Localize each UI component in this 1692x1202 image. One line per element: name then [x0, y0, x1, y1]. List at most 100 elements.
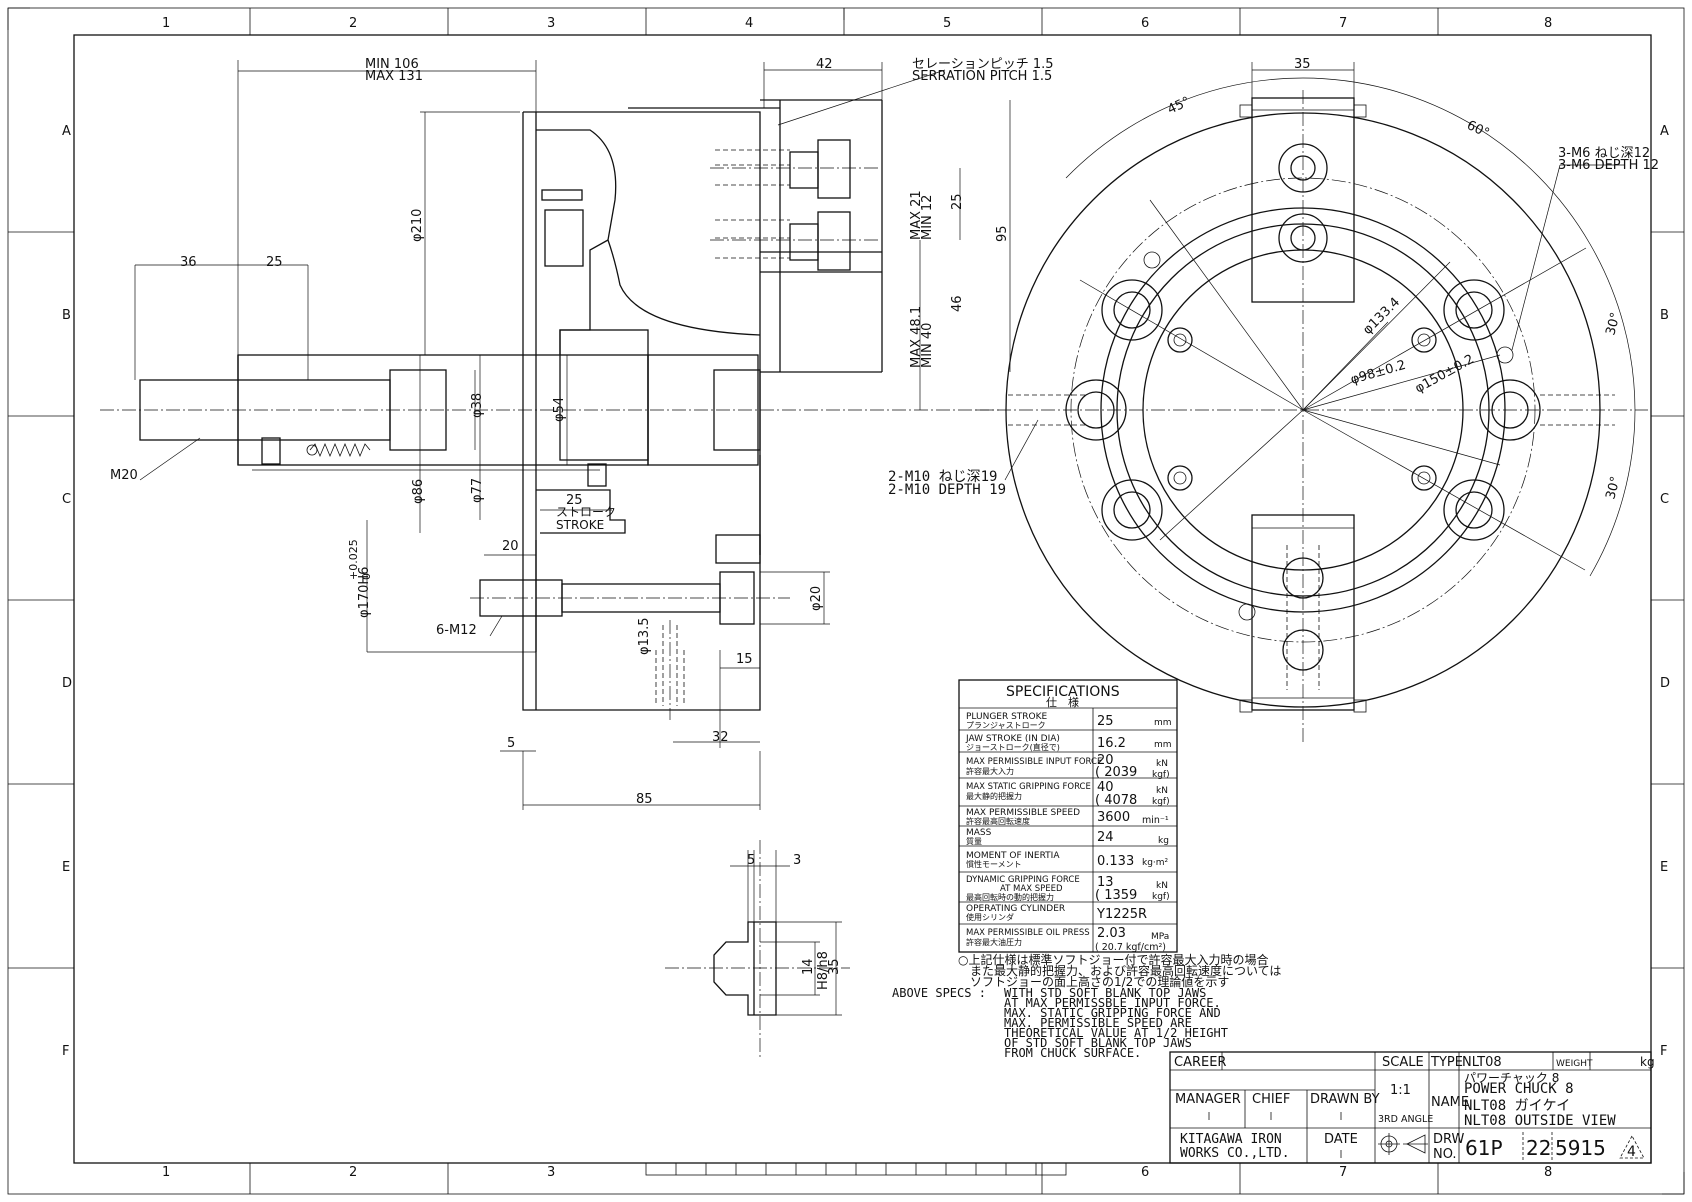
dim-32: 32 — [712, 730, 729, 745]
weight-label: WEIGHT — [1556, 1059, 1593, 1069]
spec-label-jp: ジョーストローク(直径で) — [966, 742, 1060, 752]
note-en-line: WITH STD SOFT BLANK TOP JAWS — [1004, 986, 1206, 1000]
dim-m20: M20 — [110, 468, 138, 483]
dim-min12: MIN 12 — [920, 195, 935, 240]
dim-15: 15 — [736, 652, 753, 667]
scale-value: 1:1 — [1390, 1083, 1411, 1098]
dim-stroke-jp: ストローク — [556, 505, 616, 519]
spec-unit: MPa — [1151, 932, 1169, 942]
spec-label-jp: 慣性モーメント — [966, 859, 1022, 869]
dim-phi170: φ170H6 — [357, 567, 372, 618]
detail-dim-14: 14 — [801, 958, 816, 975]
name-line-jp: パワーチャック 8 — [1464, 1071, 1559, 1085]
dim-angle-30a: 30° — [1603, 311, 1623, 337]
career-label: CAREER — [1174, 1055, 1226, 1070]
dim-85: 85 — [636, 792, 653, 807]
row-label: F — [62, 1044, 69, 1059]
spec-label: MOMENT OF INERTIA — [966, 851, 1060, 861]
drw-label: DRW — [1433, 1132, 1465, 1147]
spec-unit: kg·m² — [1142, 858, 1169, 868]
manager-label: MANAGER — [1175, 1092, 1241, 1107]
col-label: 7 — [1339, 16, 1347, 31]
front-view-dimensions: MIN 106 MAX 131 36 25 42 セレーションピッチ 1.5 S… — [110, 57, 1054, 807]
note-en-line: MAX. PERMISSIBLE SPEED ARE — [1004, 1016, 1192, 1030]
dim-phi38: φ38 — [470, 393, 485, 418]
spec-label: MAX STATIC GRIPPING FORCE — [966, 782, 1091, 792]
col-label: 8 — [1544, 16, 1552, 31]
spec-unit2: kgf) — [1152, 797, 1170, 807]
col-label: 3 — [547, 16, 555, 31]
spec-title: SPECIFICATIONS — [1006, 684, 1120, 700]
dim-tol-low: 0 — [360, 573, 373, 580]
spec-value: 3600 — [1097, 810, 1130, 825]
zone-ticks — [8, 8, 1684, 1194]
dim-tol-up: +0.025 — [347, 539, 360, 580]
spec-label-jp: プランジャストローク — [966, 721, 1046, 730]
revision-number: 4 — [1627, 1144, 1636, 1160]
note-en-line: MAX. STATIC GRIPPING FORCE AND — [1004, 1006, 1221, 1020]
spec-title-jp: 仕 様 — [1046, 695, 1079, 709]
dim-36: 36 — [180, 255, 197, 270]
name-line-jp: NLT08 ガイケイ — [1464, 1098, 1570, 1114]
detail-dim-35: 35 — [827, 958, 842, 975]
spec-value: 0.133 — [1097, 854, 1134, 869]
row-label: D — [1660, 676, 1670, 691]
spec-unit: kN — [1156, 759, 1168, 769]
dim-25-jaw: 25 — [950, 193, 965, 210]
dim-42: 42 — [816, 57, 833, 72]
spec-label-b: AT MAX SPEED — [1000, 884, 1063, 894]
company-name-1: KITAGAWA IRON — [1180, 1132, 1282, 1147]
col-label: 1 — [162, 1165, 170, 1180]
spec-label-jp: 質量 — [966, 836, 982, 846]
row-label: D — [62, 676, 72, 691]
spec-label-jp: 許容最大油圧力 — [966, 937, 1022, 947]
third-angle-projection-icon — [1378, 1133, 1428, 1155]
spec-label: DYNAMIC GRIPPING FORCE — [966, 875, 1080, 885]
name-label: NAME — [1431, 1095, 1469, 1110]
dim-min106: MIN 106 — [365, 57, 419, 72]
spec-unit: kN — [1156, 881, 1168, 891]
dim-25-stroke: 25 — [566, 493, 583, 508]
spec-unit: mm — [1154, 718, 1172, 728]
angle-label: 3RD ANGLE — [1378, 1114, 1433, 1125]
spec-unit: kN — [1156, 786, 1168, 796]
spec-value: 20 — [1097, 753, 1114, 768]
dim-min40: MIN 40 — [920, 323, 935, 368]
dim-stroke-en: STROKE — [556, 518, 604, 532]
front-section-view — [100, 60, 1039, 810]
spec-label-jp: 最高回転時の動的把握力 — [966, 892, 1054, 902]
dim-serration-en: SERRATION PITCH 1.5 — [912, 69, 1052, 84]
dim-m10-en: 2-M10 DEPTH 19 — [888, 482, 1006, 498]
dim-m6-en: 3-M6 DEPTH 12 — [1558, 158, 1659, 173]
name-line-en: NLT08 OUTSIDE VIEW — [1464, 1113, 1616, 1129]
spec-value: 40 — [1097, 780, 1114, 795]
scale-label: SCALE — [1382, 1055, 1424, 1070]
row-label: E — [1660, 860, 1668, 875]
revision-triangle: 4 — [1619, 1135, 1645, 1160]
chief-label: CHIEF — [1252, 1092, 1290, 1107]
drawn-by-label: DRAWN BY — [1310, 1092, 1380, 1107]
dim-max131: MAX 131 — [365, 69, 423, 84]
centering-scale — [645, 1162, 1067, 1176]
col-label: 1 — [162, 16, 170, 31]
spec-unit2: kgf) — [1152, 892, 1170, 902]
spec-label: MASS — [966, 828, 992, 838]
drawing-number-part: 61P — [1465, 1136, 1503, 1160]
spec-label: MAX PERMISSIBLE INPUT FORCE — [966, 757, 1102, 767]
weight-unit: kg — [1640, 1055, 1655, 1069]
specifications-table: SPECIFICATIONS 仕 様 PLUNGER STROKE プランジャス… — [958, 679, 1178, 953]
note-jp-line: ソフトジョーの面上高さの1/2での理論値を示す — [970, 974, 1229, 989]
col-label: 7 — [1339, 1165, 1347, 1180]
company-name-2: WORKS CO.,LTD. — [1180, 1146, 1290, 1161]
spec-label-jp: 許容最高回転速度 — [966, 816, 1030, 826]
spec-unit2: kgf) — [1152, 770, 1170, 780]
detail-dim-5: 5 — [747, 853, 755, 868]
spec-value: 25 — [1097, 714, 1114, 729]
spec-unit: mm — [1154, 740, 1172, 750]
note-jp-line: ○上記仕様は標準ソフトジョー付で許容最大入力時の場合 — [958, 952, 1268, 967]
dim-m6-jp: 3-M6 ねじ深12 — [1558, 146, 1650, 161]
spec-value: 2.03 — [1097, 926, 1126, 941]
spec-label-jp: 許容最大入力 — [966, 766, 1014, 776]
spec-value: 16.2 — [1097, 736, 1126, 751]
